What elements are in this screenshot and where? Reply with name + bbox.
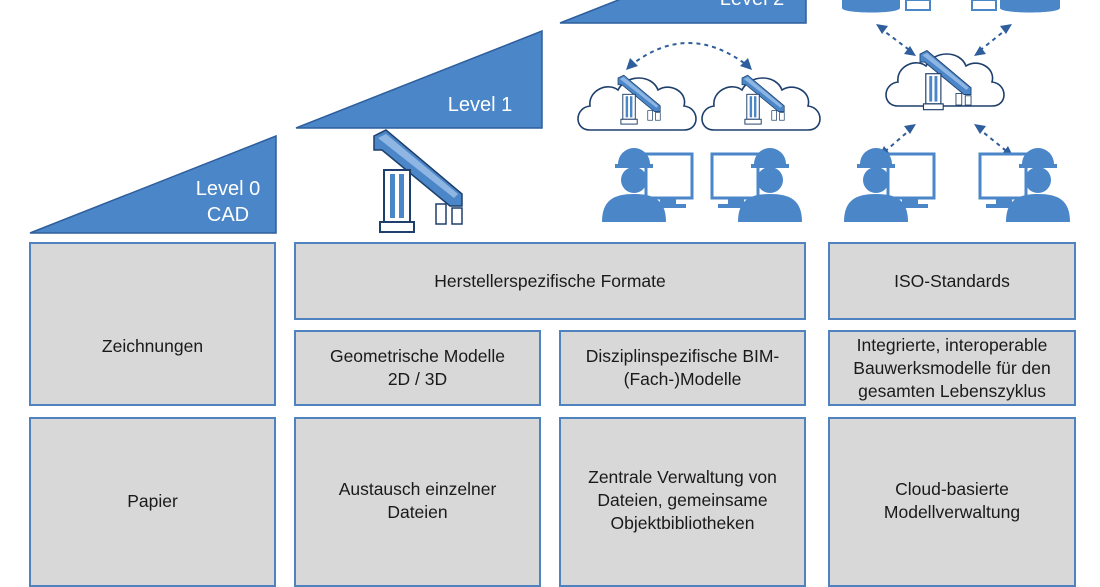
engineer-workstation-icon (842, 0, 900, 13)
paper-label: Papier (127, 491, 178, 511)
level-0-label: Level 0 CAD (195, 178, 261, 226)
engineer-workstation-icon (978, 146, 1072, 224)
bridge-model-icon (373, 129, 463, 233)
geometric-models-label: Geometrische Modelle 2D / 3D (329, 346, 506, 389)
central-management-label: Zentrale Verwaltung von Dateien, gemeins… (588, 467, 777, 533)
file-exchange-box: Austausch einzelner Dateien (294, 417, 541, 587)
paper-box: Papier (29, 417, 276, 587)
file-exchange-label: Austausch einzelner Dateien (338, 479, 497, 522)
iso-standards-label: ISO-Standards (894, 270, 1010, 291)
integrated-models-label: Integrierte, interoperable Bauwerksmodel… (853, 334, 1051, 401)
geometric-models-box: Geometrische Modelle 2D / 3D (294, 330, 541, 406)
double-arrow-icon (629, 42, 749, 67)
level-2-wedge (559, 0, 807, 24)
vendor-formats-box: Herstellerspezifische Formate (294, 242, 806, 320)
engineer-workstation-icon (710, 146, 804, 224)
engineer-workstation-icon (1000, 0, 1060, 13)
integrated-models-box: Integrierte, interoperable Bauwerksmodel… (828, 330, 1076, 406)
level-2-label: Level 2 (700, 0, 804, 12)
drawings-label: Zeichnungen (101, 336, 204, 356)
discipline-bim-models-label: Disziplinspezifische BIM- (Fach-)Modelle (585, 346, 780, 389)
vendor-formats-label: Herstellerspezifische Formate (434, 270, 666, 291)
engineer-workstation-icon (842, 146, 936, 224)
iso-standards-box: ISO-Standards (828, 242, 1076, 320)
central-management-box: Zentrale Verwaltung von Dateien, gemeins… (559, 417, 806, 587)
level-0-wedge (29, 134, 277, 234)
discipline-bim-models-box: Disziplinspezifische BIM- (Fach-)Modelle (559, 330, 806, 406)
level-1-label: Level 1 (447, 94, 513, 116)
level-0-drawings-box: Zeichnungen (29, 242, 276, 406)
cloud-icon (885, 53, 1005, 107)
engineer-workstation-icon (600, 146, 694, 224)
double-arrow-icon (879, 27, 1011, 155)
cloud-management-box: Cloud-basierte Modellverwaltung (828, 417, 1076, 587)
level-1-wedge (295, 29, 543, 129)
cloud-management-label: Cloud-basierte Modellverwaltung (883, 479, 1021, 522)
